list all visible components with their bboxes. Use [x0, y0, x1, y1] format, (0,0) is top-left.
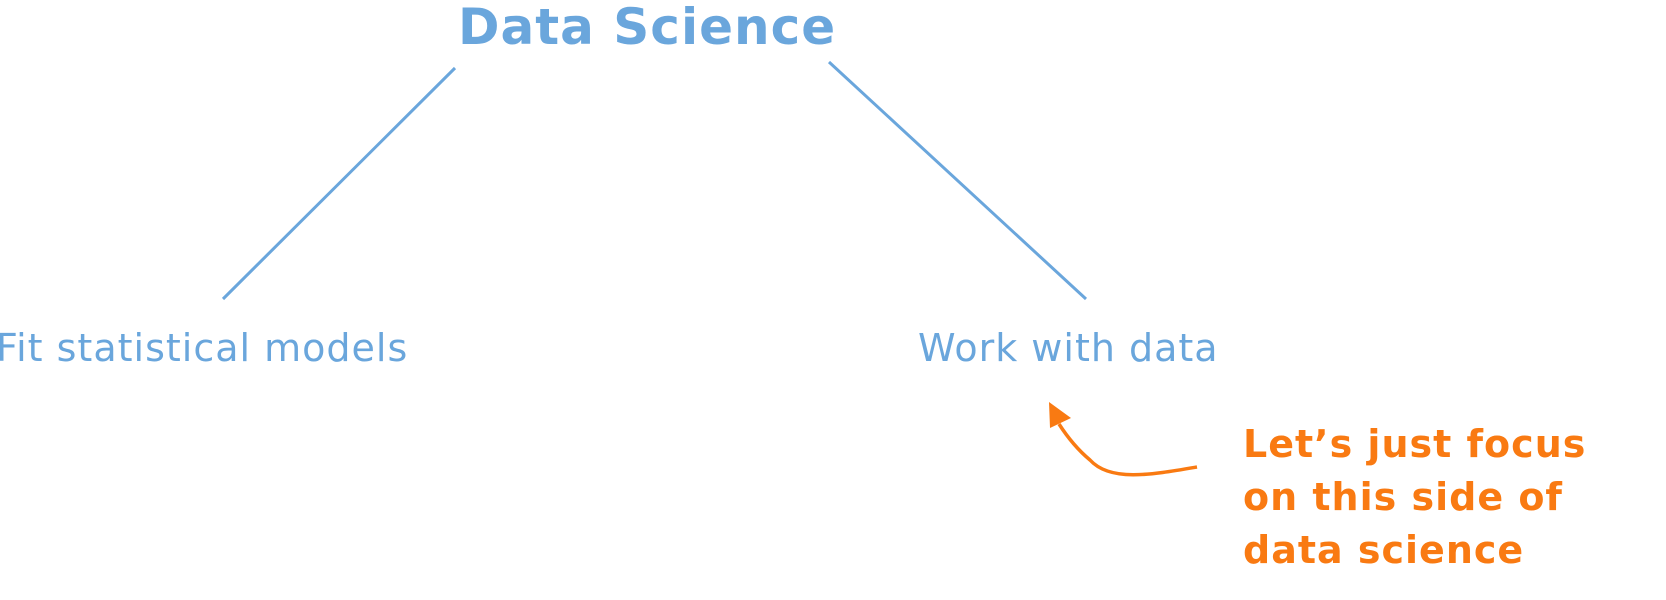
- branch-label-left: Fit statistical models: [0, 326, 409, 370]
- left-branch-connector: [221, 66, 457, 301]
- callout-annotation: Let’s just focus on this side of data sc…: [1243, 422, 1587, 572]
- root-node-label: Data Science: [458, 0, 837, 56]
- branch-label-right: Work with data: [918, 326, 1219, 370]
- callout-arrow-curve: [1057, 423, 1198, 477]
- callout-arrow-head: [1049, 402, 1071, 428]
- right-branch-connector: [827, 60, 1088, 301]
